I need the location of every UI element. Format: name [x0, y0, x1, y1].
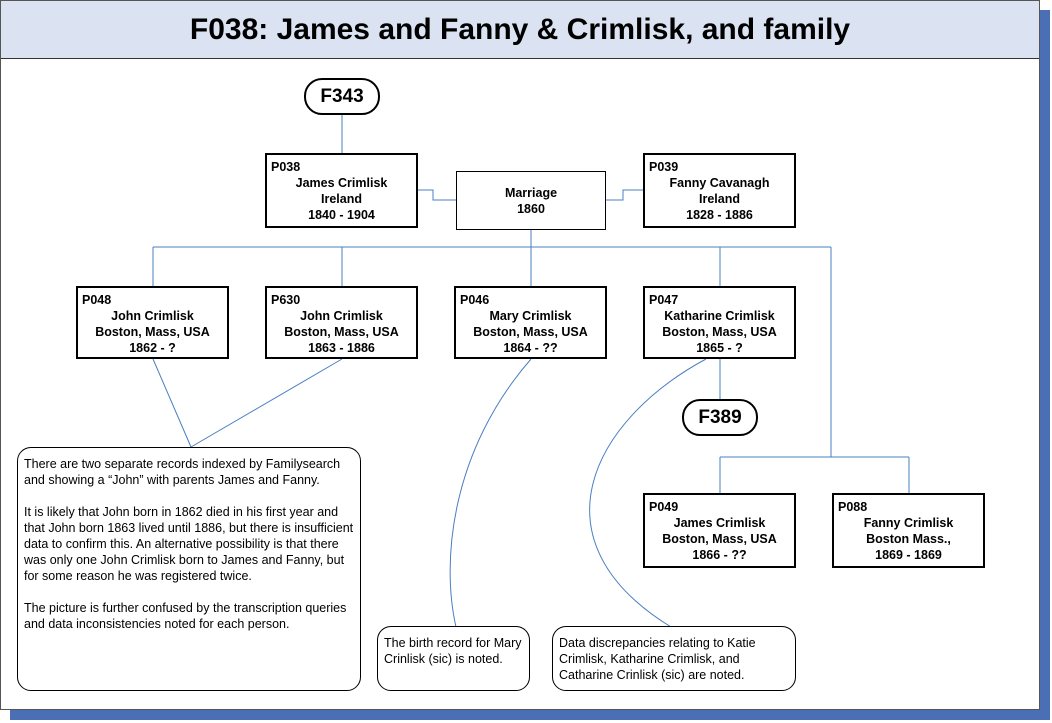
- callout-line-p047: [589, 358, 707, 628]
- person-id: P049: [649, 500, 679, 514]
- family-oval-f389[interactable]: F389: [682, 399, 758, 436]
- person-place: Boston, Mass, USA: [662, 325, 777, 339]
- title-bar: F038: James and Fanny & Crimlisk, and fa…: [1, 1, 1039, 59]
- callout-line-p048: [152, 358, 192, 448]
- family-id: F343: [320, 85, 364, 107]
- person-id: P047: [649, 293, 679, 307]
- marriage-box[interactable]: Marriage 1860: [456, 171, 606, 230]
- person-place: Boston, Mass, USA: [473, 325, 588, 339]
- note-john-paragraph: It is likely that John born in 1862 died…: [24, 505, 354, 583]
- note-mary: The birth record for Mary Crinlisk (sic)…: [377, 626, 530, 691]
- person-name: Fanny Cavanagh: [669, 176, 770, 190]
- person-name: John Crimlisk: [111, 309, 194, 323]
- note-john: There are two separate records indexed b…: [17, 447, 361, 691]
- person-place: Ireland: [321, 192, 362, 206]
- person-box-p039[interactable]: P039 Fanny Cavanagh Ireland 1828 - 1886: [643, 153, 796, 228]
- person-id: P088: [838, 500, 868, 514]
- family-id: F389: [698, 406, 742, 428]
- person-dates: 1865 - ?: [696, 341, 743, 355]
- callout-line-p046: [449, 358, 532, 628]
- note-john-paragraph: The picture is further confused by the t…: [24, 601, 347, 631]
- person-name: Katharine Crimlisk: [664, 309, 775, 323]
- person-dates: 1863 - 1886: [308, 341, 375, 355]
- note-mary-text: The birth record for Mary Crinlisk (sic)…: [384, 636, 522, 666]
- person-id: P046: [460, 293, 490, 307]
- diagram-frame: F038: James and Fanny & Crimlisk, and fa…: [0, 0, 1040, 710]
- person-dates: 1869 - 1869: [875, 548, 942, 562]
- person-box-p038[interactable]: P038 James Crimlisk Ireland 1840 - 1904: [265, 153, 418, 228]
- person-dates: 1840 - 1904: [308, 208, 375, 222]
- person-name: Fanny Crimlisk: [863, 516, 954, 530]
- person-place: Ireland: [699, 192, 740, 206]
- person-dates: 1864 - ??: [503, 341, 558, 355]
- marriage-label: Marriage: [504, 185, 558, 200]
- person-box-p048[interactable]: P048 John Crimlisk Boston, Mass, USA 186…: [76, 286, 229, 359]
- person-place: Boston, Mass, USA: [95, 325, 210, 339]
- connector-fanny-marriage: [606, 189, 643, 201]
- page-title: F038: James and Fanny & Crimlisk, and fa…: [189, 12, 851, 46]
- callout-line-p630: [190, 358, 343, 448]
- person-box-p046[interactable]: P046 Mary Crimlisk Boston, Mass, USA 186…: [454, 286, 607, 359]
- person-dates: 1828 - 1886: [686, 208, 753, 222]
- person-id: P039: [649, 160, 679, 174]
- note-john-paragraph: There are two separate records indexed b…: [24, 457, 341, 487]
- person-box-p630[interactable]: P630 John Crimlisk Boston, Mass, USA 186…: [265, 286, 418, 359]
- person-place: Boston, Mass, USA: [284, 325, 399, 339]
- person-id: P630: [271, 293, 301, 307]
- person-dates: 1866 - ??: [692, 548, 747, 562]
- person-name: Mary Crimlisk: [489, 309, 572, 323]
- person-dates: 1862 - ?: [129, 341, 176, 355]
- person-name: John Crimlisk: [300, 309, 383, 323]
- family-oval-f343[interactable]: F343: [304, 78, 380, 115]
- marriage-year: 1860: [517, 201, 545, 216]
- person-name: James Crimlisk: [673, 516, 766, 530]
- note-katie: Data discrepancies relating to Katie Cri…: [552, 626, 796, 691]
- person-place: Boston Mass.,: [866, 532, 951, 546]
- connector-james-marriage: [418, 189, 456, 201]
- person-id: P048: [82, 293, 112, 307]
- person-name: James Crimlisk: [295, 176, 388, 190]
- note-katie-text: Data discrepancies relating to Katie Cri…: [559, 636, 756, 682]
- person-box-p049[interactable]: P049 James Crimlisk Boston, Mass, USA 18…: [643, 493, 796, 568]
- connector-lines: [152, 115, 910, 628]
- person-box-p088[interactable]: P088 Fanny Crimlisk Boston Mass., 1869 -…: [832, 493, 985, 568]
- person-place: Boston, Mass, USA: [662, 532, 777, 546]
- person-box-p047[interactable]: P047 Katharine Crimlisk Boston, Mass, US…: [643, 286, 796, 359]
- person-id: P038: [271, 160, 301, 174]
